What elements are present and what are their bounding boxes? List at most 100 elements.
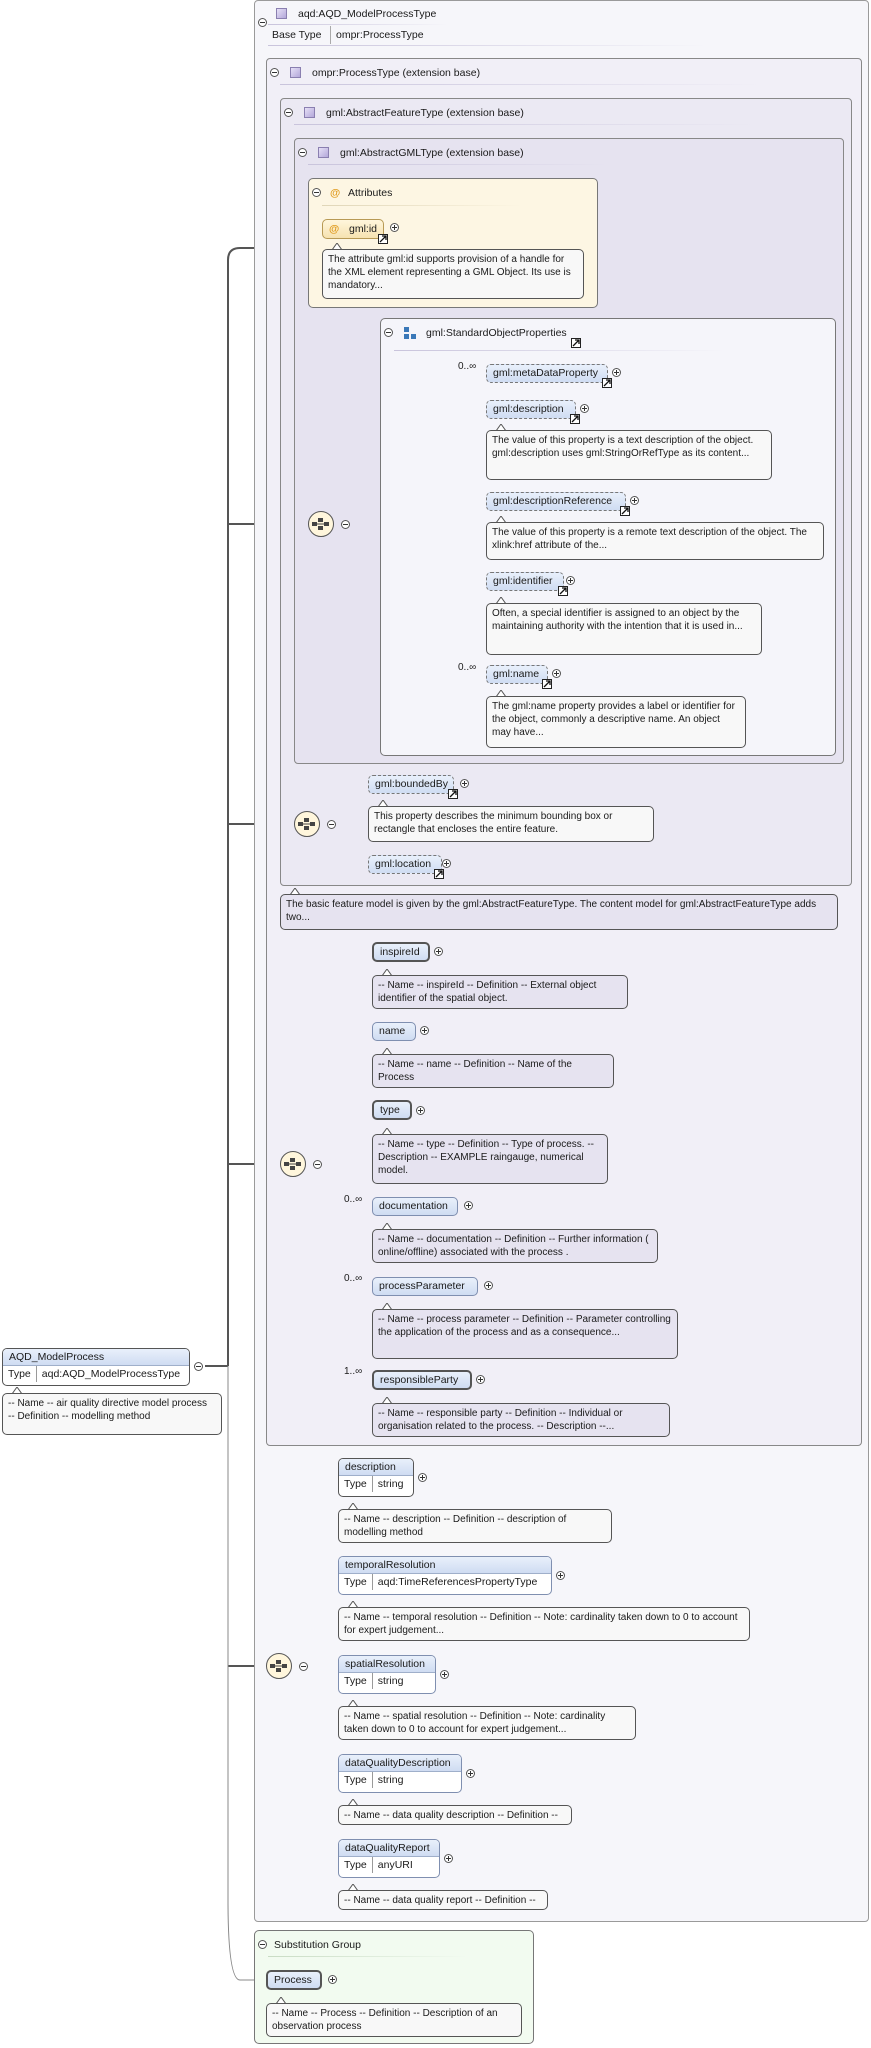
name-prop-expand-icon[interactable] [420, 1026, 429, 1035]
substitution-collapse-icon[interactable] [258, 1940, 267, 1949]
element-processparameter[interactable]: processParameter [372, 1277, 478, 1296]
abstract-gml-collapse-icon[interactable] [298, 148, 307, 157]
name-cardinality: 0..∞ [458, 662, 477, 673]
metadata-link-icon[interactable] [602, 378, 612, 388]
process-doc: -- Name -- Process -- Definition -- Desc… [266, 2003, 522, 2037]
root-element-name: AQD_ModelProcess [3, 1349, 189, 1366]
element-process[interactable]: Process [266, 1970, 322, 1990]
element-inspireid[interactable]: inspireId [372, 942, 430, 962]
feature-sequence-collapse-icon[interactable] [327, 820, 336, 829]
dataqualitydescription-expand-icon[interactable] [466, 1769, 475, 1778]
process-sequence-collapse-icon[interactable] [313, 1160, 322, 1169]
element-name[interactable]: name [372, 1022, 416, 1041]
name-link-icon[interactable] [542, 679, 552, 689]
element-gml-location[interactable]: gml:location [368, 855, 442, 874]
doc-pointer-icon [382, 1397, 392, 1404]
sop-link-icon[interactable] [571, 338, 581, 348]
element-responsibleparty[interactable]: responsibleParty [372, 1370, 472, 1390]
abstract-feature-icon [304, 107, 315, 118]
attributes-at-icon: @ [330, 187, 341, 199]
doc-pointer-icon [332, 243, 342, 250]
description-expand-icon[interactable] [580, 404, 589, 413]
sequence-collapse-icon[interactable] [341, 520, 350, 529]
responsibleparty-expand-icon[interactable] [476, 1375, 485, 1384]
abstract-gml-icon [318, 147, 329, 158]
doc-pointer-icon [348, 1799, 358, 1806]
base-type-label: Base Type [272, 29, 322, 41]
root-type-label: Type [3, 1366, 37, 1382]
element-gml-identifier[interactable]: gml:identifier [486, 572, 564, 591]
element-gml-metadataproperty[interactable]: gml:metaDataProperty [486, 364, 608, 383]
attributes-separator [322, 205, 522, 206]
doc-pointer-icon [378, 800, 388, 807]
location-expand-icon[interactable] [442, 859, 451, 868]
complex-type-icon [276, 8, 287, 19]
sop-title: gml:StandardObjectProperties [426, 327, 567, 339]
name-expand-icon[interactable] [552, 669, 561, 678]
temporalresolution-expand-icon[interactable] [556, 1571, 565, 1580]
descriptionreference-expand-icon[interactable] [630, 496, 639, 505]
dataqualityreport-expand-icon[interactable] [444, 1854, 453, 1863]
gml-id-expand-icon[interactable] [390, 223, 399, 232]
type-expand-icon[interactable] [416, 1106, 425, 1115]
element-gml-description[interactable]: gml:description [486, 400, 576, 419]
element-documentation[interactable]: documentation [372, 1197, 458, 1216]
description-prop-expand-icon[interactable] [418, 1473, 427, 1482]
process-sequence-icon[interactable] [280, 1151, 306, 1177]
process-type-collapse-icon[interactable] [270, 68, 279, 77]
location-link-icon[interactable] [434, 869, 444, 879]
element-gml-name[interactable]: gml:name [486, 665, 548, 684]
dataqualityreport-name: dataQualityReport [339, 1840, 439, 1857]
documentation-cardinality: 0..∞ [344, 1194, 363, 1205]
identifier-expand-icon[interactable] [566, 576, 575, 585]
root-collapse-icon[interactable] [194, 1362, 203, 1371]
doc-pointer-icon [348, 1503, 358, 1510]
doc-pointer-icon [348, 1601, 358, 1608]
substitution-separator [268, 1956, 468, 1957]
spatialresolution-expand-icon[interactable] [440, 1670, 449, 1679]
descriptionreference-link-icon[interactable] [620, 506, 630, 516]
temporalresolution-name: temporalResolution [339, 1557, 551, 1574]
element-gml-descriptionreference[interactable]: gml:descriptionReference [486, 492, 626, 511]
metadata-expand-icon[interactable] [612, 368, 621, 377]
processparameter-expand-icon[interactable] [484, 1281, 493, 1290]
abstract-gml-separator [308, 164, 608, 165]
gml-name-doc: The gml:name property provides a label o… [486, 696, 746, 748]
abstract-feature-collapse-icon[interactable] [284, 108, 293, 117]
attributes-collapse-icon[interactable] [312, 188, 321, 197]
doc-pointer-icon [382, 1128, 392, 1135]
doc-pointer-icon [382, 1303, 392, 1310]
responsibleparty-cardinality: 1..∞ [344, 1366, 363, 1377]
model-sequence-collapse-icon[interactable] [299, 1662, 308, 1671]
type-doc: -- Name -- type -- Definition -- Type of… [372, 1134, 608, 1184]
processparameter-doc: -- Name -- process parameter -- Definiti… [372, 1309, 678, 1359]
dataqualitydescription-type-value: string [377, 1774, 404, 1786]
model-sequence-icon[interactable] [266, 1653, 292, 1679]
gml-id-link-icon[interactable] [378, 234, 388, 244]
attribute-gml-id[interactable]: @ gml:id [322, 219, 384, 239]
doc-pointer-icon [496, 516, 506, 523]
element-type[interactable]: type [372, 1100, 412, 1120]
base-type-divider [330, 26, 331, 44]
complex-type-collapse-icon[interactable] [258, 18, 267, 27]
documentation-doc: -- Name -- documentation -- Definition -… [372, 1229, 658, 1263]
documentation-expand-icon[interactable] [464, 1201, 473, 1210]
process-expand-icon[interactable] [328, 1975, 337, 1984]
doc-pointer-icon [12, 1387, 22, 1394]
inspireid-expand-icon[interactable] [434, 947, 443, 956]
sop-collapse-icon[interactable] [384, 328, 393, 337]
element-gml-boundedby[interactable]: gml:boundedBy [368, 775, 454, 794]
boundedby-link-icon[interactable] [448, 789, 458, 799]
sequence-icon[interactable] [308, 511, 334, 537]
temporalresolution-doc: -- Name -- temporal resolution -- Defini… [338, 1607, 750, 1641]
description-link-icon[interactable] [570, 414, 580, 424]
identifier-link-icon[interactable] [558, 586, 568, 596]
feature-sequence-icon[interactable] [294, 811, 320, 837]
boundedby-expand-icon[interactable] [460, 779, 469, 788]
